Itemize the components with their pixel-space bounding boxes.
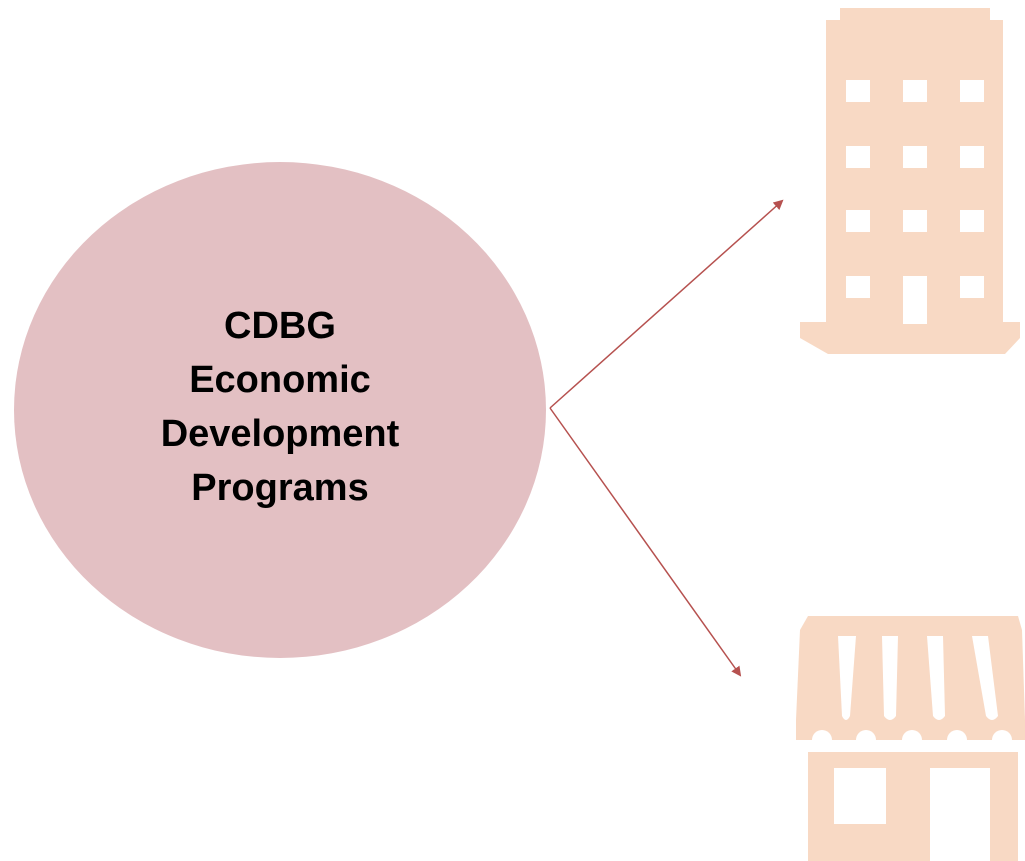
office-building-icon xyxy=(800,8,1020,354)
hub-title-line-2: Economic xyxy=(189,358,371,401)
hub-title-line-4: Programs xyxy=(191,466,369,509)
hub-circle xyxy=(14,162,546,658)
storefront-icon xyxy=(796,616,1025,861)
hub-title-line-3: Development xyxy=(160,412,400,455)
arrow-to-office-building xyxy=(549,199,784,409)
hub-title-line-1: CDBG xyxy=(224,305,336,347)
hub-title: CDBG Economic Development Programs xyxy=(95,300,465,516)
arrow-to-storefront xyxy=(549,407,742,677)
